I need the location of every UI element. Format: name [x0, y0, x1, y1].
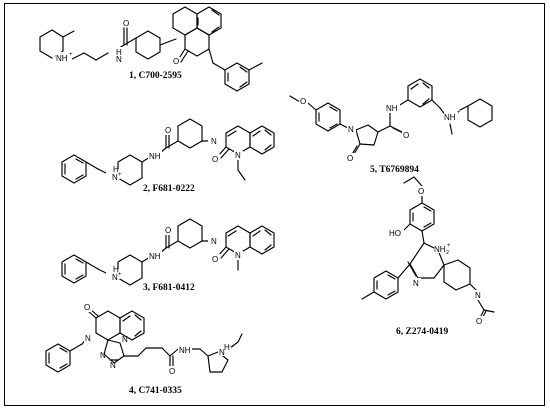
compound-2-carbonyl-oxygen: O	[212, 155, 218, 164]
compound-3-ring-h: H	[113, 265, 119, 274]
compound-2-amide-oxygen: O	[165, 126, 171, 135]
compound-5-structure: O N O NH O NH + 5, T6769894	[289, 78, 493, 175]
compound-3-charge: +	[118, 272, 122, 278]
compound-4-pyrrolidine-h: H	[224, 343, 230, 352]
compound-1-amide-oxygen: O	[123, 19, 129, 28]
compound-3-amide-oxygen: O	[165, 226, 171, 235]
compound-5-amine-nh: NH	[444, 113, 456, 122]
compound-6-imine-n: N	[413, 279, 419, 288]
compound-4-triazole-n1: N	[122, 335, 128, 344]
compound-2-ring-h: H	[113, 165, 119, 174]
compound-6-ethoxy-oxygen: O	[418, 187, 424, 196]
compound-5-lactam-oxygen: O	[347, 154, 353, 163]
compound-4-caption: 4, C741-0335	[129, 386, 182, 396]
compound-1-structure: H N O NH + O 1, C700-2595	[39, 6, 263, 92]
compound-3-ring-n: N	[112, 273, 118, 282]
compound-4-carbonyl-oxygen: O	[84, 303, 90, 312]
compound-1-charge: +	[69, 52, 73, 58]
compound-5-lactam-n: N	[348, 125, 354, 134]
compound-1-amide-h: H	[116, 48, 122, 57]
compound-6-charge: +	[447, 243, 451, 249]
compound-4-amide-oxygen: O	[169, 367, 175, 376]
compound-6-acetyl-oxygen: O	[476, 317, 482, 326]
compound-3-piperidine-n: N	[211, 237, 217, 246]
compound-4-structure: O N N N N NH O H N + 4, C741-0335	[45, 303, 243, 396]
compound-1-piperidinium-nh: NH	[56, 54, 68, 63]
compound-2-piperidine-n: N	[211, 137, 217, 146]
compound-2-amide-nh: NH	[149, 152, 161, 161]
compound-3-amide-nh: NH	[149, 252, 161, 261]
compound-4-pyrrolidine-n: N	[219, 348, 225, 357]
compound-5-charge: +	[457, 110, 461, 116]
compound-6-caption: 6, Z274-0419	[396, 327, 449, 337]
compound-5-amide-nh: NH	[386, 104, 398, 113]
compound-2-ring-n: N	[112, 173, 118, 182]
compound-4-triazole-n2: N	[100, 351, 106, 360]
compound-4-charge: +	[230, 345, 234, 351]
compound-4-amide-nh: NH	[179, 346, 191, 355]
compound-6-nh2: NH	[434, 245, 446, 254]
compound-3-carbonyl-oxygen: O	[212, 255, 218, 264]
compound-4-ring-n: N	[85, 334, 91, 343]
compound-3-structure: H N + NH O N O N 3, F681-0412	[61, 218, 275, 293]
compound-3-ring-n2: N	[235, 251, 241, 260]
compound-2-ring-n2: N	[235, 151, 241, 160]
compound-2-structure: H N + NH O N O N 2, F681-0222	[61, 118, 275, 194]
compound-3-caption: 3, F681-0412	[143, 283, 195, 293]
compound-5-caption: 5, T6769894	[370, 165, 419, 175]
compound-2-charge: +	[118, 172, 122, 178]
compound-5-amide-oxygen: O	[403, 131, 409, 140]
compound-6-hydroxyl: HO	[389, 229, 401, 238]
compound-2-caption: 2, F681-0222	[143, 184, 195, 194]
compound-6-nh2-subscript: 2	[446, 250, 449, 256]
compound-4-triazole-n3: N	[110, 361, 116, 370]
compound-6-acetyl-n: N	[475, 291, 481, 300]
compound-6-structure: O HO NH 2 + N N O 6, Z274-0419	[361, 176, 495, 337]
compound-1-amide-n: N	[116, 55, 122, 64]
figure-border	[4, 3, 545, 406]
compound-1-caption: 1, C700-2595	[129, 71, 182, 81]
compound-5-methoxy-oxygen: O	[300, 97, 306, 106]
compound-1-carbonyl-oxygen: O	[173, 57, 179, 66]
